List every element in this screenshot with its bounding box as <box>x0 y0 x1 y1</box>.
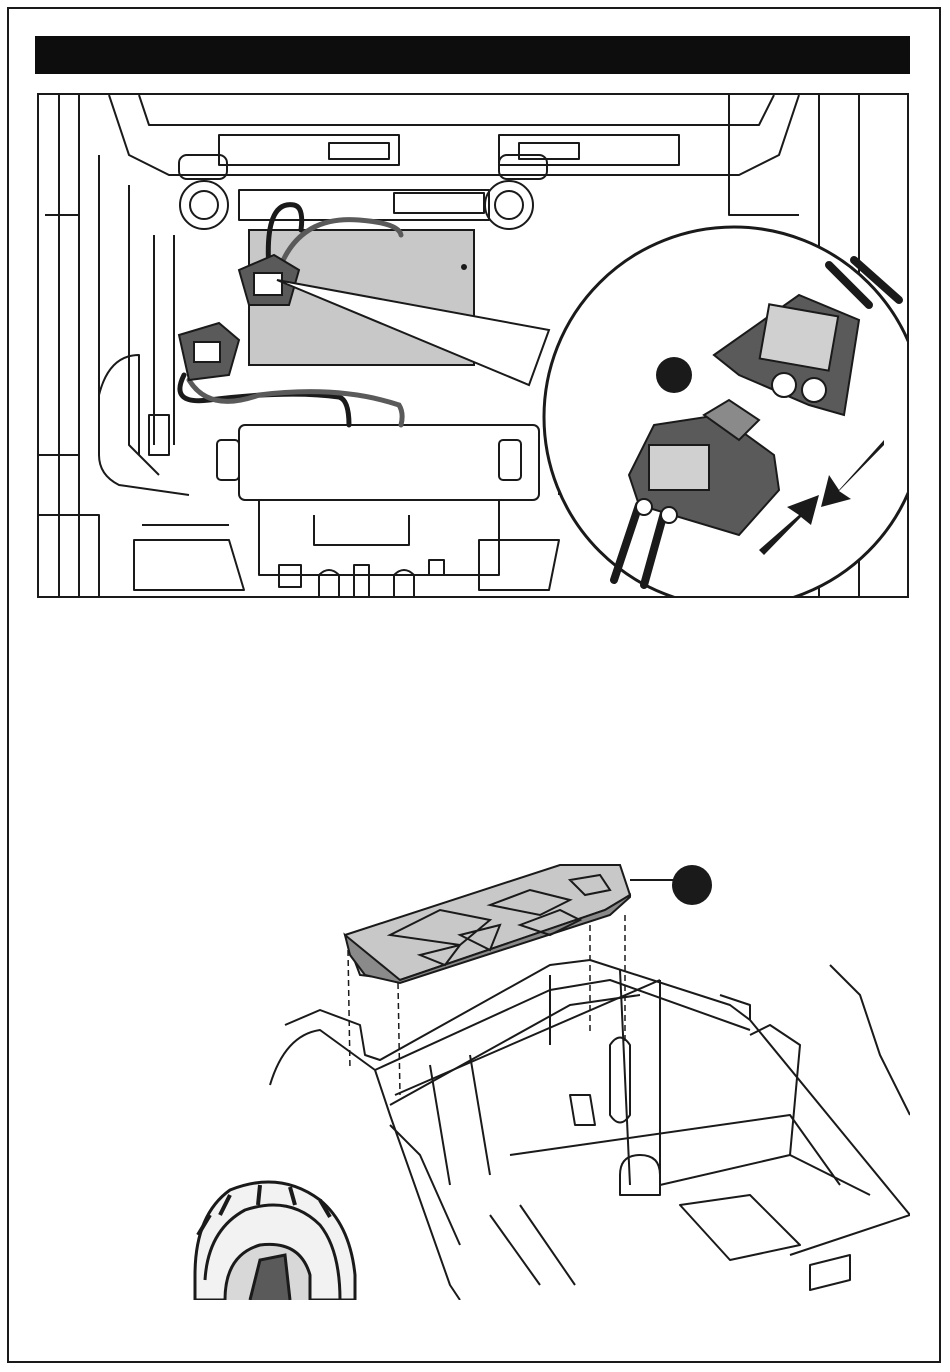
seat-panel <box>345 865 630 983</box>
seat-installation-illustration <box>190 855 910 1300</box>
step-header-bar <box>35 36 910 74</box>
wheel <box>195 1182 355 1300</box>
callout-marker-bottom <box>672 865 712 905</box>
step-header-title <box>35 44 49 66</box>
seat-installation-drawing <box>190 855 910 1300</box>
callout-marker-top <box>656 357 692 393</box>
battery-connection-drawing <box>39 95 907 596</box>
connector-zoom-callout <box>544 227 907 596</box>
battery-connection-illustration <box>37 93 909 598</box>
